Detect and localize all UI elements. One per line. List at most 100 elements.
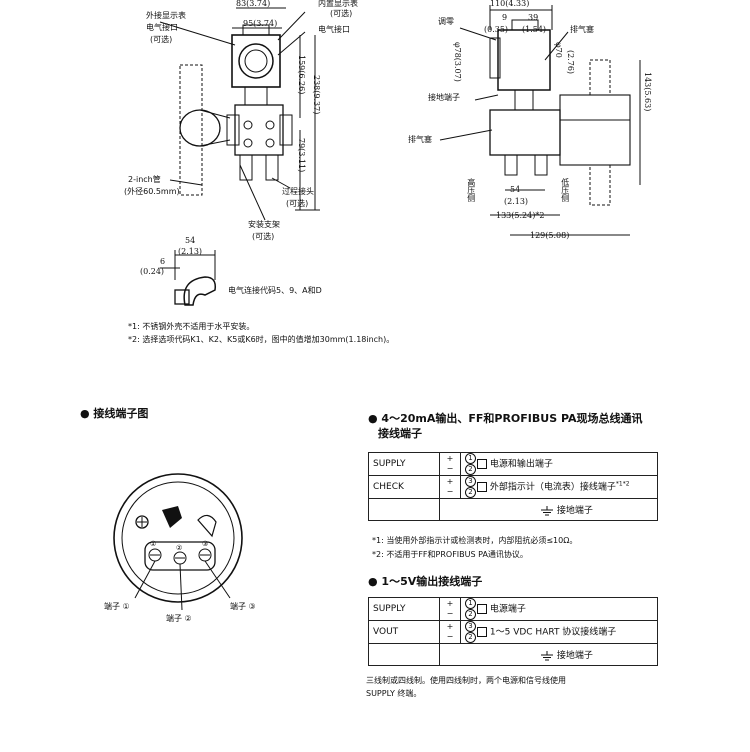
terminal-number: 3 [465,476,476,487]
row-superscript: *1*2 [615,480,630,488]
detail-dim-54: 54 [185,236,196,245]
terminal-number: 2 [465,632,476,643]
label-bracket: 安装支架 [248,220,280,229]
dim-54-right: 54 [510,185,521,194]
left-dimension-drawing [159,7,320,221]
label-vent-plug: 排气塞 [570,25,594,34]
row-description: 外部指示计（电流表）接线端子 [489,482,616,493]
terminal-number: 2 [465,487,476,498]
section1-title-line2: 接线端子 [378,427,422,440]
terminal-box-icon [477,627,487,637]
label-optional-4: (可选) [252,232,275,241]
dim-39: 39 [528,13,539,22]
label-vent-plug-2: 排气塞 [408,135,432,144]
terminal-number: 2 [465,609,476,620]
note-2: *2: 选择选项代码K1、K2、K5或K6时，图中的值增加30mm(1.18in… [128,335,395,344]
section1-note-1: *1: 当使用外部指示计或检测表时，内部阻抗必须≤10Ω。 [372,536,578,545]
terminal-block-drawing: ① ② ③ [113,473,243,610]
row-label [368,498,440,521]
terminal-box-icon [477,459,487,469]
terminal-box-icon [477,482,487,492]
plus-sign: + [446,454,454,463]
label-elec-port-2: 电气接口 [318,25,350,34]
plus-sign: + [446,477,454,486]
note-1: *1: 不锈钢外壳不适用于水平安装。 [128,322,255,331]
terminal-number: 1 [465,598,476,609]
row-label: CHECK [368,475,440,499]
label-elec-port: 电气接口 [146,23,178,32]
dim-78: φ78(3.07) [452,42,462,82]
minus-sign: − [446,487,454,496]
dim-035: (0.35) [484,25,509,34]
terminal-mark-2: ② [176,544,182,552]
plus-sign: + [446,599,454,608]
dim-276: (2.76) [565,50,575,75]
row-description: 1～5 VDC HART 协议接线端子 [489,627,617,638]
label-optional-1: (可选) [150,35,173,44]
dim-79: 79(3.11) [296,138,306,173]
label-ext-indicator: 外接显示表 [146,11,186,20]
detail-caption: 电气连接代码5、9、A和D [228,286,322,295]
detail-dim-213: (2.13) [178,247,203,256]
row-label: VOUT [368,620,440,644]
dim-129: 129(5.08) [530,231,570,240]
dim-213-right: (2.13) [504,197,529,206]
dim-95: 95(3.74) [243,19,278,28]
minus-sign: − [446,464,454,473]
section1-title-line1: ● 4～20mA输出、FF和PROFIBUS PA现场总线通讯 [368,412,643,425]
section2-title: ● 1～5V输出接线端子 [368,575,483,588]
ground-icon [541,650,553,660]
row-description: 接地端子 [556,506,593,516]
row-label [368,643,440,666]
dim-83: 83(3.74) [236,0,271,8]
detail-dim-024: (0.24) [140,267,165,276]
dim-110: 110(4.33) [490,0,530,8]
dim-9: 9 [502,13,508,22]
dim-143: 143(5.63) [642,72,652,112]
section2-footnote-2: SUPPLY 终端。 [366,689,422,698]
row-label: SUPPLY [368,597,440,621]
terminal-number: 3 [465,621,476,632]
detail-drawing [160,250,217,306]
label-zero: 调零 [438,17,454,26]
section1-note-2: *2: 不适用于FF和PROFIBUS PA通讯协议。 [372,550,528,559]
terminal-box-icon [477,604,487,614]
dim-154: (1.54) [522,25,547,34]
row-description: 电源和输出端子 [489,459,553,470]
label-ground: 接地端子 [428,93,460,102]
dim-70: φ70 [553,42,563,58]
terminal-number: 1 [465,453,476,464]
label-pipe: 2-inch管 [128,175,161,184]
table-row: 接地端子 [368,498,658,521]
table-row: 接地端子 [368,643,658,666]
label-terminal-2: 端子 ② [166,614,192,623]
label-low: 低压侧 [560,178,570,202]
minus-sign: − [446,632,454,641]
label-terminal-1: 端子 ① [104,602,130,611]
dim-159: 159(6.26) [296,55,306,95]
section2-footnote-1: 三线制或四线制。使用四线制时，两个电源和信号线使用 [366,676,566,685]
row-description: 电源端子 [489,604,526,615]
plus-sign: + [446,622,454,631]
terminal-mark-3: ③ [202,540,208,548]
dim-238: 238(9.37) [311,75,321,115]
terminal-mark-1: ① [150,540,156,548]
label-high: 高压侧 [466,178,476,202]
row-label: SUPPLY [368,452,440,476]
ground-icon [541,505,553,515]
dim-133: 133(5.24)*2 [496,211,545,220]
label-optional-2: (可选) [330,9,353,18]
label-pipe-od: (外径60.5mm) [124,187,180,196]
label-inner-indicator: 内置显示表 [318,0,358,8]
right-dimension-drawing [439,5,641,236]
